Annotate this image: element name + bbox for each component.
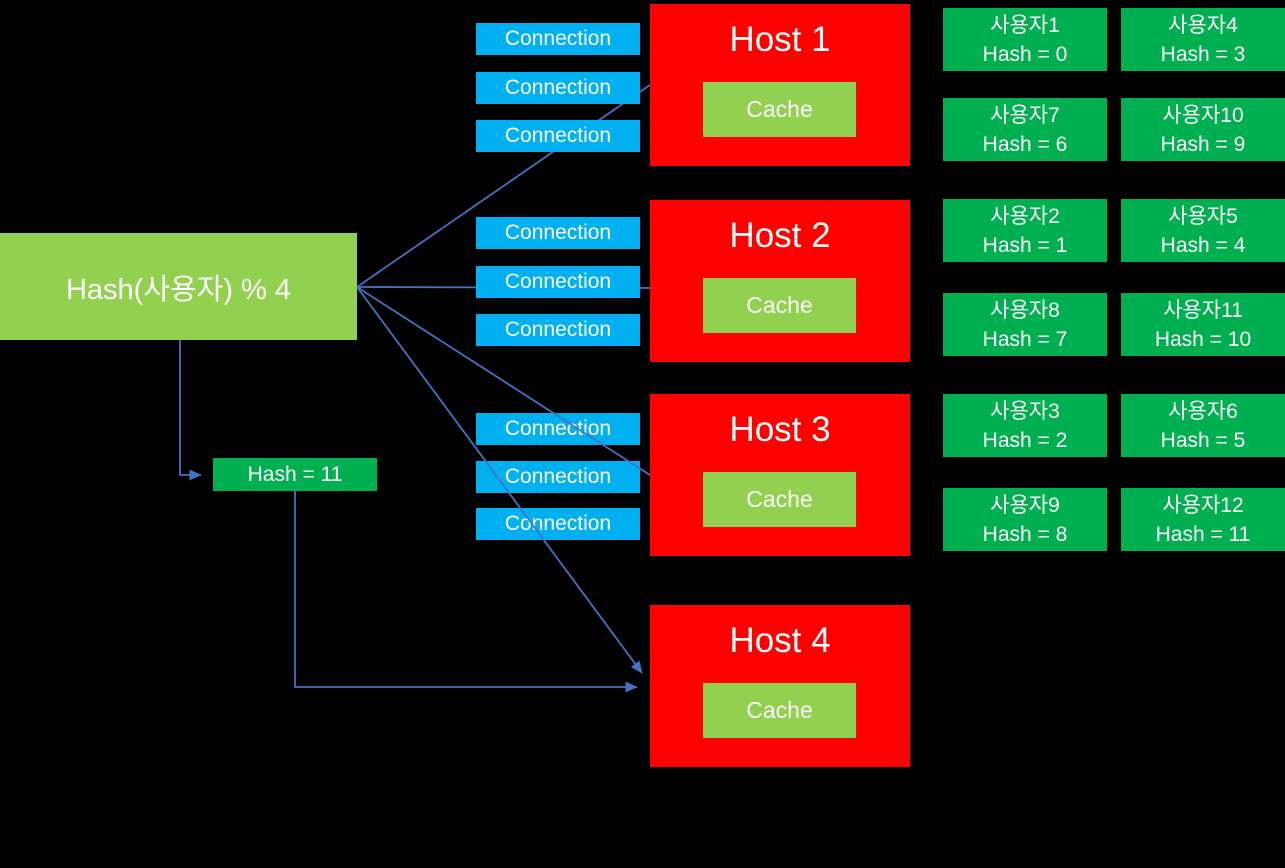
user-box: 사용자10 Hash = 9 [1121, 98, 1285, 161]
user-box: 사용자8 Hash = 7 [943, 293, 1107, 356]
user-box: 사용자1 Hash = 0 [943, 8, 1107, 71]
user-name: 사용자12 [1162, 493, 1244, 517]
hash-result-box: Hash = 11 [213, 458, 377, 491]
user-name: 사용자3 [990, 399, 1060, 423]
line-hash-to-host1 [356, 84, 651, 288]
connection-box: Connection [476, 461, 640, 493]
user-box: 사용자2 Hash = 1 [943, 199, 1107, 262]
connection-box: Connection [476, 413, 640, 445]
user-hash: Hash = 10 [1154, 327, 1252, 351]
user-box: 사용자12 Hash = 11 [1121, 488, 1285, 551]
hash-function-box: Hash(사용자) % 4 [0, 233, 357, 340]
connection-box: Connection [476, 314, 640, 346]
cache-box: Cache [703, 683, 856, 738]
user-hash: Hash = 1 [982, 233, 1068, 257]
host-title: Host 4 [729, 621, 831, 660]
user-name: 사용자9 [990, 493, 1060, 517]
connection-box: Connection [476, 266, 640, 298]
connection-box: Connection [476, 72, 640, 104]
cache-box: Cache [703, 278, 856, 333]
connection-box: Connection [476, 508, 640, 540]
user-hash: Hash = 9 [1160, 132, 1246, 156]
cache-box: Cache [703, 82, 856, 137]
user-name: 사용자2 [990, 204, 1060, 228]
host-title: Host 1 [729, 20, 831, 59]
user-name: 사용자10 [1162, 103, 1244, 127]
user-box: 사용자6 Hash = 5 [1121, 394, 1285, 457]
arrow-hash-to-hash11 [179, 340, 202, 481]
user-name: 사용자7 [990, 103, 1060, 127]
user-hash: Hash = 8 [982, 522, 1068, 546]
host-box-1: Host 1 Cache [650, 4, 910, 166]
connection-box: Connection [476, 120, 640, 152]
host-title: Host 3 [729, 410, 831, 449]
user-box: 사용자11 Hash = 10 [1121, 293, 1285, 356]
user-box: 사용자5 Hash = 4 [1121, 199, 1285, 262]
user-name: 사용자6 [1168, 399, 1238, 423]
user-name: 사용자4 [1168, 13, 1238, 37]
connection-box: Connection [476, 217, 640, 249]
host-box-2: Host 2 Cache [650, 200, 910, 362]
user-box: 사용자9 Hash = 8 [943, 488, 1107, 551]
user-box: 사용자3 Hash = 2 [943, 394, 1107, 457]
user-box: 사용자7 Hash = 6 [943, 98, 1107, 161]
user-name: 사용자5 [1168, 204, 1238, 228]
host-box-3: Host 3 Cache [650, 394, 910, 556]
cache-box: Cache [703, 472, 856, 527]
user-name: 사용자1 [990, 13, 1060, 37]
user-hash: Hash = 7 [982, 327, 1068, 351]
host-box-4: Host 4 Cache [650, 605, 910, 767]
user-name: 사용자8 [990, 298, 1060, 322]
user-hash: Hash = 4 [1160, 233, 1246, 257]
user-hash: Hash = 0 [982, 42, 1068, 66]
user-hash: Hash = 11 [1155, 522, 1251, 546]
user-hash: Hash = 3 [1160, 42, 1246, 66]
host-title: Host 2 [729, 216, 831, 255]
user-hash: Hash = 6 [982, 132, 1068, 156]
user-box: 사용자4 Hash = 3 [1121, 8, 1285, 71]
connection-box: Connection [476, 23, 640, 55]
user-hash: Hash = 2 [982, 428, 1068, 452]
user-hash: Hash = 5 [1160, 428, 1246, 452]
user-name: 사용자11 [1163, 298, 1243, 322]
